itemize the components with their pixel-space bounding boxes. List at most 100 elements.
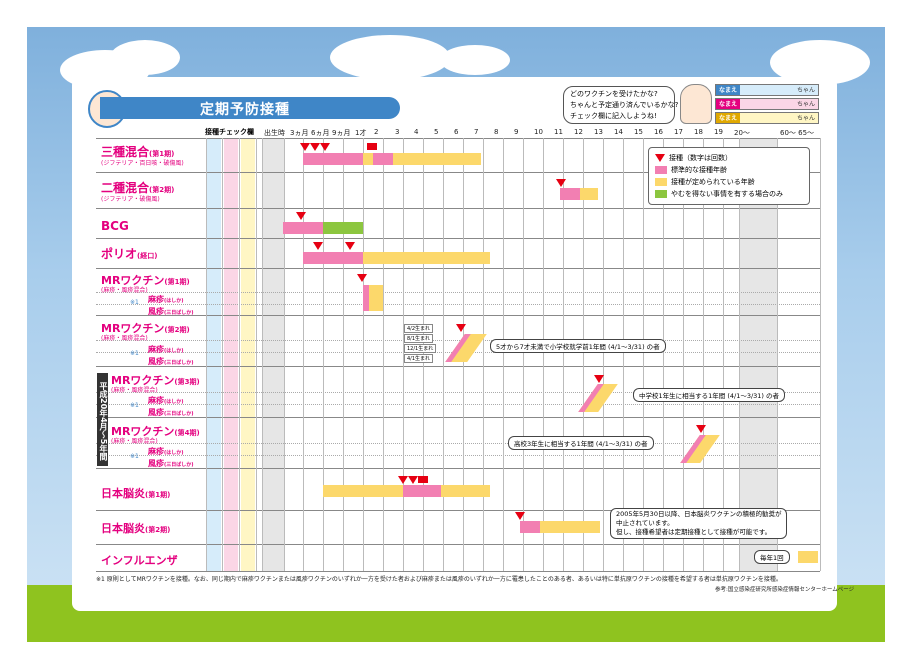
footnote: ※1 原則としてMRワクチンを接種。なお、同じ期内で麻疹ワクチンまたは風疹ワクチ… <box>96 576 782 583</box>
column-divider <box>239 138 240 571</box>
age-tick-label: 12 <box>574 128 583 136</box>
column-divider <box>603 138 604 571</box>
dose-mark-icon <box>296 212 306 220</box>
name-field[interactable]: なまえ ちゃん <box>715 84 819 96</box>
row-divider <box>96 468 820 469</box>
adult-column <box>739 138 777 571</box>
check-column-pink[interactable] <box>224 138 238 571</box>
doctor-icon <box>680 84 712 124</box>
sub-row-divider <box>96 443 820 444</box>
column-divider <box>503 138 504 571</box>
row-label-mr4: MRワクチン(第4期) <box>111 425 200 438</box>
column-divider <box>443 138 444 571</box>
column-divider <box>563 138 564 571</box>
row-divider <box>96 238 820 239</box>
column-divider <box>777 138 778 571</box>
check-column-yellow[interactable] <box>241 138 255 571</box>
column-divider <box>723 138 724 571</box>
bar-polio-range <box>363 252 490 264</box>
age-tick-label: 60〜 65〜 <box>780 129 815 137</box>
age-tick-label: 5 <box>434 128 439 136</box>
dose-mark-icon <box>345 242 355 250</box>
row-label-mr3: MRワクチン(第3期) <box>111 374 200 387</box>
check-column-header: 接種チェック欄 <box>205 128 254 136</box>
row-sub-nishu: (ジフテリア・破傷風) <box>101 196 160 203</box>
dose-mark-icon <box>594 375 604 383</box>
column-divider <box>683 138 684 571</box>
column-divider <box>483 138 484 571</box>
bar-jpn2-range <box>540 521 600 533</box>
sub-row-divider <box>96 340 820 341</box>
column-divider <box>363 138 364 571</box>
check-column-blue[interactable] <box>207 138 221 571</box>
row-divider <box>96 138 820 139</box>
row-label-jpn1: 日本脳炎(第1期) <box>101 487 171 500</box>
age-tick-label: 1才 <box>355 129 367 137</box>
column-divider <box>523 138 524 571</box>
row-divider <box>96 208 820 209</box>
age-tick-label: 13 <box>594 128 603 136</box>
row-divider <box>96 366 820 367</box>
bar-mr1-standard <box>363 285 369 311</box>
bar-jpn1-range <box>441 485 490 497</box>
source-note: 参考:国立感染症研究所感染症情報センターホームページ <box>715 587 855 593</box>
age-tick-label: 出生時 <box>264 129 285 137</box>
age-tick-label: 19 <box>714 128 723 136</box>
row-sub-mr3: (麻疹・風疹混合) <box>111 387 158 394</box>
bar-bcg-standard <box>283 222 323 234</box>
cloud-icon <box>440 45 510 75</box>
bar-flu-range <box>798 551 818 563</box>
age-tick-label: 6 <box>454 128 459 136</box>
age-tick-label: 17 <box>674 128 683 136</box>
age-tick-label: 16 <box>654 128 663 136</box>
age-tick-label: 3ヵ月 <box>290 129 309 137</box>
column-divider <box>820 138 821 571</box>
note-mr3: 中学校1年生に相当する1年間 (4/1〜3/31) の者 <box>633 388 786 402</box>
row-divider <box>96 315 820 316</box>
column-divider <box>403 138 404 571</box>
name-field[interactable]: なまえ ちゃん <box>715 112 819 124</box>
sub-row-divider <box>96 292 820 293</box>
bar-jpn1-standard <box>403 485 441 497</box>
note-mr4: 高校3年生に相当する1年間 (4/1〜3/31) の者 <box>508 436 654 450</box>
row-label-flu: インフルエンザ <box>101 554 178 567</box>
column-divider <box>623 138 624 571</box>
age-tick-label: 3 <box>395 128 400 136</box>
page-title: 定期予防接種 <box>200 102 290 118</box>
bar-jpn2-standard <box>520 521 540 533</box>
row-divider <box>96 417 820 418</box>
row-sub-mr1: (麻疹・風疹混合) <box>101 287 148 294</box>
row-label-nishu: 二種混合(第2期) <box>101 181 175 195</box>
dose-mark-icon <box>696 425 706 433</box>
column-divider <box>206 138 207 571</box>
bar-jpn1-range <box>323 485 403 497</box>
birth-column <box>262 138 284 571</box>
column-divider <box>262 138 263 571</box>
bar-mr1-range <box>369 285 383 311</box>
column-divider <box>222 138 223 571</box>
dose-mark-icon <box>320 143 330 151</box>
birth-label: 4/1生まれ <box>404 354 434 363</box>
dose-mark-icon <box>357 274 367 282</box>
column-divider <box>663 138 664 571</box>
column-divider <box>383 138 384 571</box>
column-divider <box>543 138 544 571</box>
row-sub-mr2: (麻疹・風疹混合) <box>101 335 148 342</box>
row-divider <box>96 571 820 572</box>
birth-label: 4/2生まれ <box>404 324 434 333</box>
speech-bubble: どのワクチンを受けたかな? ちゃんと予定通り済んでいるかな? チェック欄に記入し… <box>563 86 678 124</box>
age-tick-label: 20〜 <box>734 129 750 137</box>
column-divider <box>303 138 304 571</box>
bar-polio-standard <box>303 252 363 264</box>
column-divider <box>323 138 324 571</box>
bar-nishu-range <box>580 188 598 200</box>
note-flu: 毎年1回 <box>754 550 790 564</box>
dose-mark-icon <box>556 179 566 187</box>
age-tick-label: 2 <box>374 128 379 136</box>
title-bar <box>100 97 400 119</box>
name-field[interactable]: なまえ ちゃん <box>715 98 819 110</box>
sub-row-divider <box>96 304 820 305</box>
dose-mark-icon <box>300 143 310 151</box>
cloud-icon <box>330 35 450 80</box>
column-divider <box>643 138 644 571</box>
